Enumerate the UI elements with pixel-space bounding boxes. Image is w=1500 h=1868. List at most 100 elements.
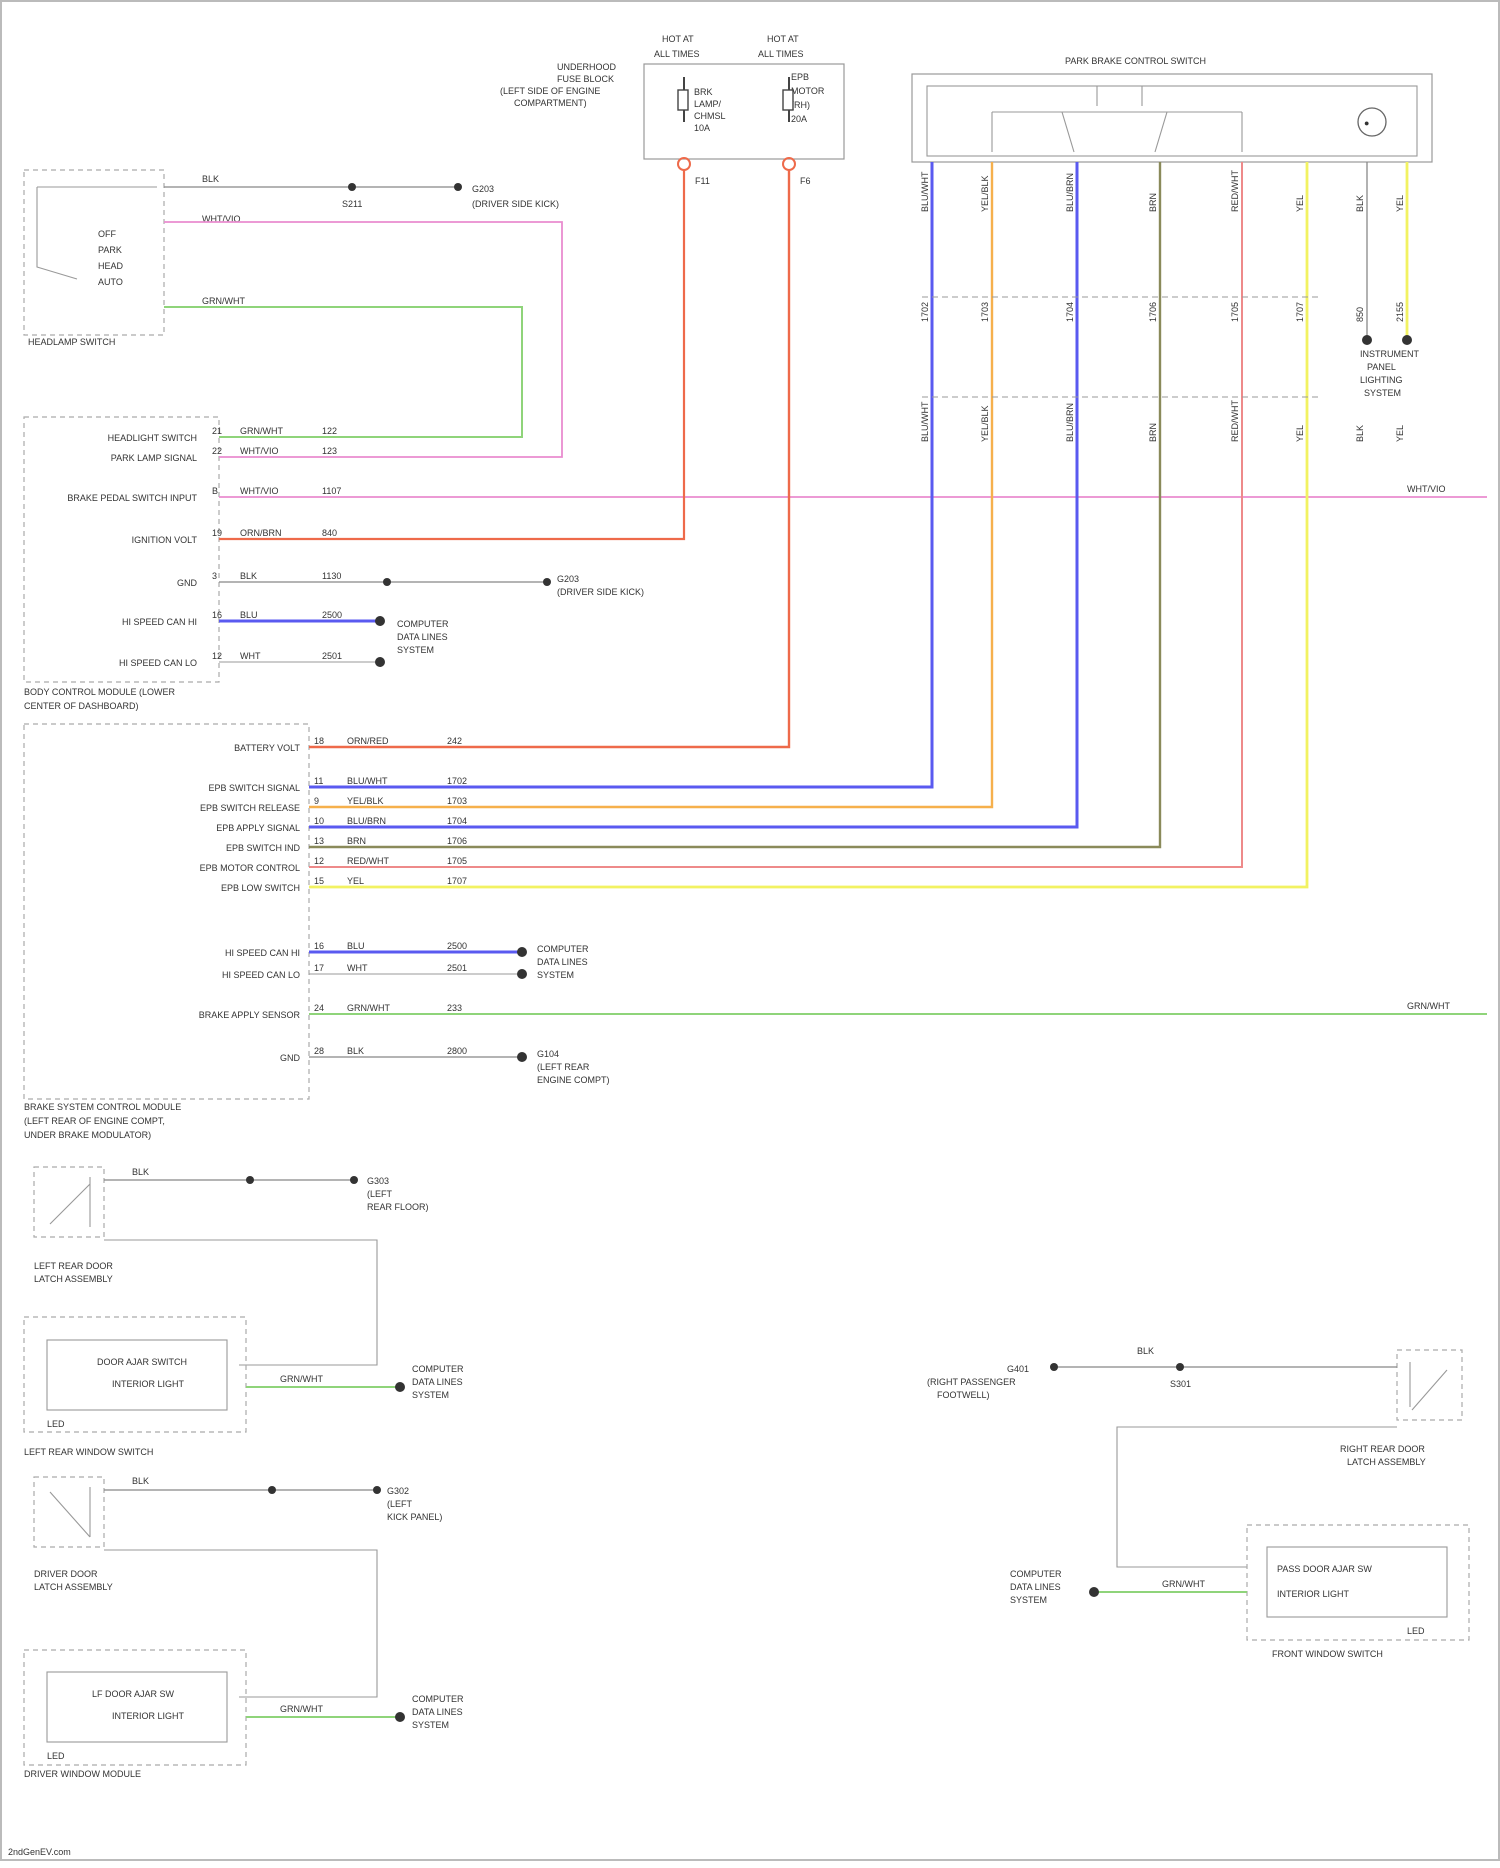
lr-latch-wire: BLK [132,1167,149,1177]
bcm-pin-circuit: 123 [322,446,337,456]
fuse-1-rating: HOT AT [662,34,694,44]
hl-wire-green: GRN/WHT [202,296,245,306]
bcm-pin-name: HI SPEED CAN LO [119,658,197,668]
fuse-2-l4: 20A [791,114,807,124]
bcm-pin-circuit: 2500 [322,610,342,620]
bcm-pin-wire: BLK [240,571,257,581]
fuse-block-title-3: (LEFT SIDE OF ENGINE [500,86,600,96]
park-switch-wire-label: BRN [1148,423,1158,442]
bcm-title-2: CENTER OF DASHBOARD) [24,701,139,711]
splice-s211-label: S211 [342,199,362,209]
drv-datalink-3: SYSTEM [412,1720,449,1730]
headlamp-switch: OFF PARK HEAD AUTO HEADLAMP SWITCH BLK W… [24,170,245,347]
park-switch-wire-label: 2155 [1395,302,1405,322]
park-switch-wire-label: BLK [1355,195,1365,212]
fuse-1-l2: LAMP/ [694,99,722,109]
bcm-pin-name: HEADLIGHT SWITCH [108,433,197,443]
rr-latch-title-1: RIGHT REAR DOOR [1340,1444,1425,1454]
rr-ground-2: FOOTWELL) [937,1390,990,1400]
ebcm-pin-circuit: 2800 [447,1046,467,1056]
park-switch-wire-label: YEL [1395,195,1405,212]
illum-label-4: SYSTEM [1364,388,1401,398]
lr-switch-wire: GRN/WHT [280,1374,323,1384]
ebcm-pin-wire: ORN/RED [347,736,389,746]
fuse-block: UNDERHOOD FUSE BLOCK (LEFT SIDE OF ENGIN… [500,34,844,186]
driver-latch-ground-2: KICK PANEL) [387,1512,442,1522]
driver-module-title: DRIVER WINDOW MODULE [24,1769,141,1779]
ebcm-datalink-3: SYSTEM [537,970,574,980]
lr-switch-line2: INTERIOR LIGHT [112,1379,185,1389]
bcm-pin-wire: ORN/BRN [240,528,282,538]
wire-pink-park [164,222,562,457]
lr-latch-ground-1: (LEFT [367,1189,393,1199]
rr-ground: G401 [1007,1364,1029,1374]
ebcm-pin-number: 9 [314,796,319,806]
ebcm-pin-circuit: 1705 [447,856,467,866]
ebcm-pin-name: HI SPEED CAN HI [225,948,300,958]
illum-label-1: INSTRUMENT [1360,349,1419,359]
left-rear-window-switch: DOOR AJAR SWITCH INTERIOR LIGHT LED LEFT… [24,1317,464,1457]
hl-pos-park: PARK [98,245,122,255]
bcm-pin-wire: WHT [240,651,261,661]
bcm-pin-name: PARK LAMP SIGNAL [111,453,197,463]
ebcm-pin-number: 11 [314,776,323,786]
park-switch-wire-label: RED/WHT [1230,400,1240,442]
ebcm-ground-desc-1: (LEFT REAR [537,1062,590,1072]
hl-pos-auto: AUTO [98,277,123,287]
bcm-pin-wire: WHT/VIO [240,446,279,456]
fuse-2-l1: EPB [791,72,809,82]
bcm-pin-number: B [212,486,218,496]
illum-label-2: PANEL [1367,362,1396,372]
ebcm-pin-name: EPB SWITCH SIGNAL [208,783,300,793]
fp-switch-wire: GRN/WHT [1162,1579,1205,1589]
drv-datalink-1: COMPUTER [412,1694,464,1704]
ebcm-pin-wire: YEL [347,876,364,886]
driver-module-line2: INTERIOR LIGHT [112,1711,185,1721]
rr-ground-1: (RIGHT PASSENGER [927,1377,1016,1387]
ground-g203: G203 [472,184,494,194]
fp-datalink-1: COMPUTER [1010,1569,1062,1579]
park-switch-wire-label: RED/WHT [1230,170,1240,212]
ebcm-pin-circuit: 1703 [447,796,467,806]
driver-latch-title-2: LATCH ASSEMBLY [34,1582,113,1592]
ebcm-pin-name: BATTERY VOLT [234,743,300,753]
bcm-pin-wire: WHT/VIO [240,486,279,496]
bcm-ground-desc: (DRIVER SIDE KICK) [557,587,644,597]
ebcm-pin-name: EPB SWITCH RELEASE [200,803,300,813]
park-switch-wire-label: 1704 [1065,302,1075,322]
lr-datalink-3: SYSTEM [412,1390,449,1400]
ebcm-title-2: (LEFT REAR OF ENGINE COMPT, [24,1116,165,1126]
splice-s211 [348,183,356,191]
driver-latch-ground: G302 [387,1486,409,1496]
ebcm-pin-name: BRAKE APPLY SENSOR [199,1010,301,1020]
park-switch-wire-label: 1703 [980,302,990,322]
fuse-1-id: F11 [695,176,710,186]
fuse-1-rating2: ALL TIMES [654,49,700,59]
park-switch-wire-label: YEL [1295,195,1305,212]
ebcm-pin-wire: BLK [347,1046,364,1056]
ebcm-pin-name: GND [280,1053,301,1063]
ebcm-pin-number: 12 [314,856,324,866]
hl-pos-head: HEAD [98,261,124,271]
bcm-title-1: BODY CONTROL MODULE (LOWER [24,687,176,697]
ebcm-pin-wire: YEL/BLK [347,796,384,806]
park-switch-wire-label: YEL/BLK [980,175,990,212]
hl-wire-top: BLK [202,174,219,184]
wire-epb-motor [309,162,1242,867]
ebcm-pin-wire: BRN [347,836,366,846]
rr-latch-wire: BLK [1137,1346,1154,1356]
driver-module-wire: GRN/WHT [280,1704,323,1714]
ebcm-pin-circuit: 1707 [447,876,467,886]
ebcm-pin-name: EPB LOW SWITCH [221,883,300,893]
park-brake-control-switch: PARK BRAKE CONTROL SWITCH ● [912,56,1432,162]
bcm-pin-circuit: 122 [322,426,337,436]
ebcm-ground-desc-2: ENGINE COMPT) [537,1075,610,1085]
ebcm-pin-wire: BLU/WHT [347,776,388,786]
headlamp-switch-title: HEADLAMP SWITCH [28,337,115,347]
ebcm-pin-number: 10 [314,816,324,826]
fp-datalink-2: DATA LINES [1010,1582,1061,1592]
bcm-pin-number: 21 [212,426,222,436]
lr-latch-ground: G303 [367,1176,389,1186]
lr-switch-line1: DOOR AJAR SWITCH [97,1357,187,1367]
